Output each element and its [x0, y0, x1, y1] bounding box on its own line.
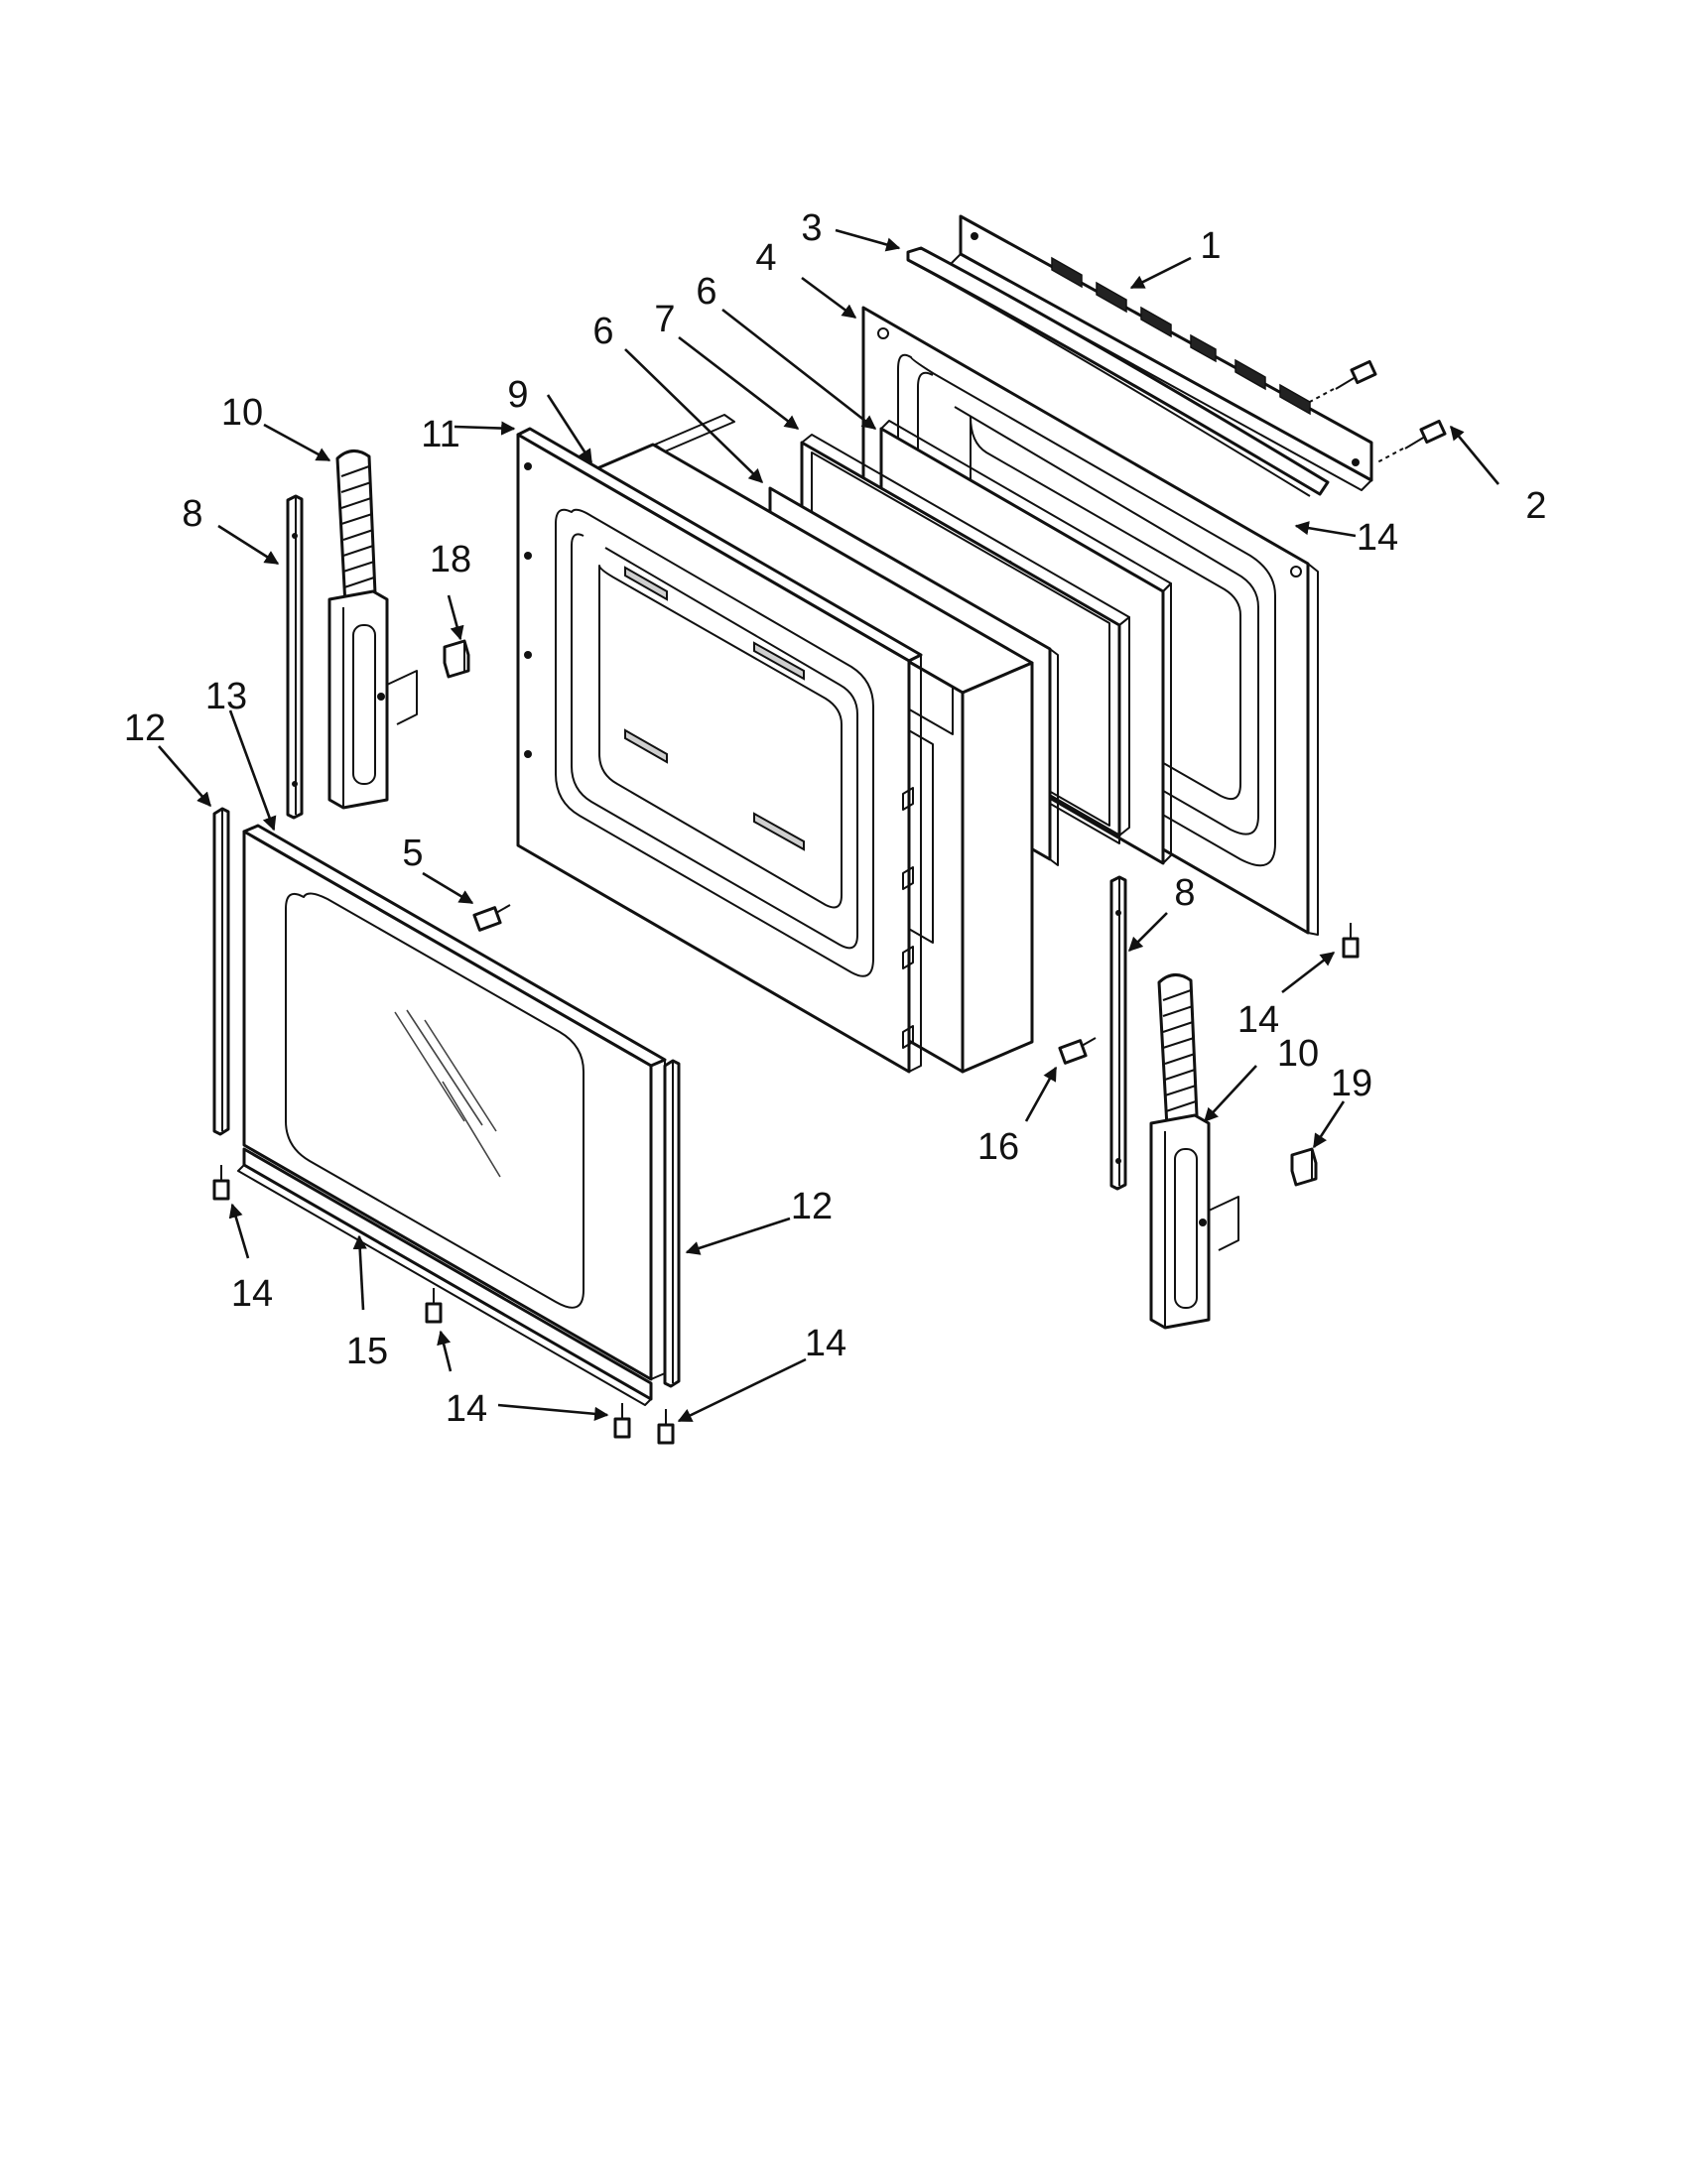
callout-14-bottom: 14 — [805, 1323, 846, 1364]
callout-15: 14 — [1357, 517, 1398, 559]
part-screw-18 — [1058, 1037, 1097, 1065]
part-door-hinge-right — [1149, 973, 1239, 1330]
callout-11: 11 — [421, 414, 459, 455]
part-door-trim-vent — [950, 214, 1373, 491]
callout-7: 7 — [654, 299, 675, 340]
part-screw-14-right-top — [1342, 923, 1360, 959]
callout-6-top: 6 — [696, 271, 716, 313]
callout-8-right: 8 — [1174, 872, 1195, 914]
callout-19-left: 18 — [430, 539, 471, 580]
callout-18: 16 — [977, 1126, 1019, 1168]
callout-5: 5 — [402, 833, 423, 874]
callout-10-left: 10 — [221, 392, 263, 434]
part-screw-14-left — [212, 1165, 230, 1201]
part-screw-14-mid — [425, 1288, 443, 1324]
part-screw-5 — [472, 904, 511, 932]
callout-16: 15 — [346, 1331, 388, 1372]
leader-lines — [158, 228, 1500, 1423]
part-door-hinge-left — [327, 450, 418, 810]
callout-14-right: 14 — [1237, 999, 1279, 1041]
callout-12-left: 12 — [124, 707, 166, 749]
callout-13: 13 — [205, 676, 247, 717]
part-screw-14-bottom-b — [657, 1409, 675, 1445]
callout-10-right: 10 — [1277, 1033, 1319, 1075]
part-door-liner-frame — [516, 427, 923, 1074]
part-hinge-clip-left — [443, 639, 470, 679]
part-door-handle — [906, 246, 1330, 497]
part-side-trim-left — [212, 807, 230, 1136]
callout-9: 9 — [507, 374, 528, 416]
part-hinge-bracket-left — [286, 494, 304, 820]
callout-12-right: 12 — [791, 1186, 833, 1227]
callout-14-mid: 14 — [446, 1388, 487, 1430]
part-side-trim-right — [663, 1059, 681, 1388]
callout-labels: 1 2 3 4 5 6 6 7 8 8 9 10 10 11 12 12 13 … — [124, 207, 1547, 1430]
callout-6-lower: 6 — [592, 311, 613, 352]
part-hinge-clip-right — [1290, 1147, 1318, 1187]
part-bottom-door-trim — [237, 1147, 653, 1406]
callout-14-left: 14 — [231, 1273, 273, 1315]
part-screw-2 — [1376, 419, 1447, 463]
part-outer-door-glass — [242, 824, 667, 1381]
callout-1: 1 — [1200, 225, 1221, 267]
callout-4: 4 — [755, 237, 776, 279]
part-screw-15 — [1307, 359, 1377, 404]
part-hinge-bracket-right — [1109, 875, 1127, 1191]
callout-2: 2 — [1525, 485, 1546, 527]
part-screw-14-bottom-a — [613, 1403, 631, 1439]
callout-19-right: 19 — [1331, 1063, 1372, 1104]
callout-3: 3 — [801, 207, 822, 249]
callout-8-left: 8 — [182, 493, 202, 535]
